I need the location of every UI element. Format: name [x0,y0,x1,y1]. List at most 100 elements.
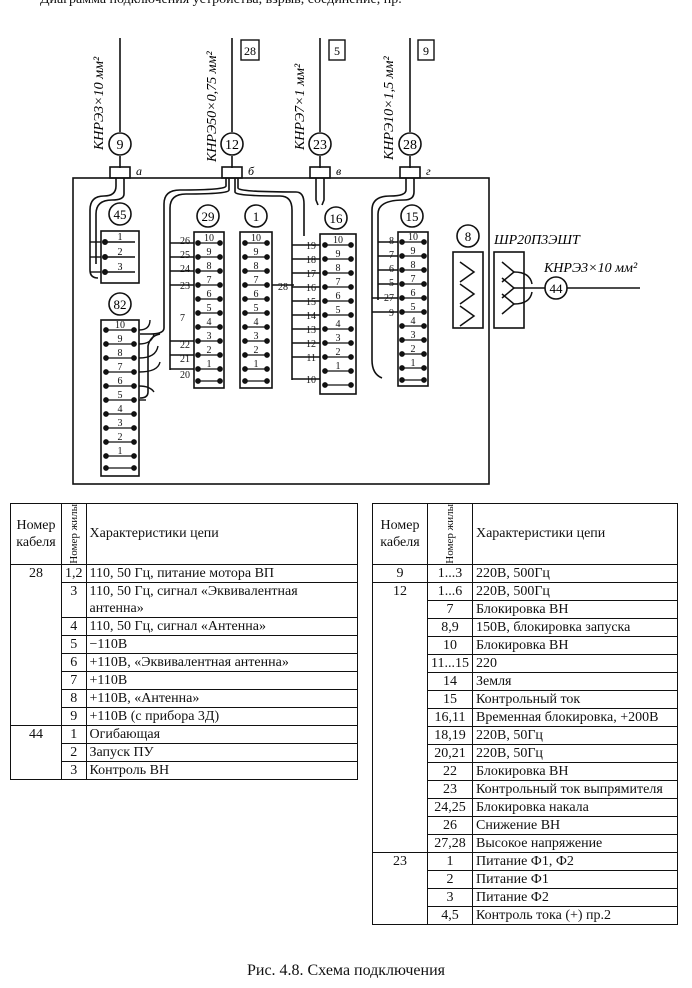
description-cell: Запуск ПУ [85,742,358,762]
cable-label-28: КНРЭ10×1,5 мм² [382,56,397,161]
svg-text:17: 17 [306,269,316,280]
description-cell: 220В, 50Гц [471,725,679,745]
description-cell: +110В [85,670,358,690]
core-number-cell: 7 [61,670,87,690]
svg-text:15: 15 [306,297,316,308]
description-cell: +110В, «Антенна» [85,688,358,708]
svg-text:2: 2 [411,344,416,355]
header-core: Номер жилы [61,503,87,565]
cable-23 [309,38,331,179]
description-cell: 220 [471,653,679,673]
core-number-cell: 27,28 [427,833,473,853]
core-number-cell: 18,19 [427,725,473,745]
cable-number-12: 12 [220,132,244,156]
svg-text:25: 25 [180,250,190,261]
core-number-cell: 5 [61,634,87,654]
svg-text:1: 1 [118,232,123,243]
core-number-cell: 4,5 [427,905,473,925]
svg-text:1: 1 [254,359,259,370]
cable-12 [221,38,243,179]
svg-text:19: 19 [306,241,316,252]
description-cell: Высокое напряжение [471,833,679,853]
svg-text:3: 3 [207,331,212,342]
svg-text:7: 7 [180,313,185,324]
core-number-cell: 3 [61,760,87,780]
svg-text:3: 3 [411,330,416,341]
core-number-cell: 26 [427,815,473,835]
connector-shr20: ШР20П3ЭШТ 44 КНРЭ3×10 мм² [493,233,640,329]
svg-text:4: 4 [254,317,259,328]
core-number-cell: 8,9 [427,617,473,637]
cable-number-cell: 12 [372,581,428,853]
svg-text:1: 1 [411,358,416,369]
svg-text:9: 9 [117,138,124,153]
svg-text:1: 1 [253,209,260,224]
core-number-cell: 1...6 [427,581,473,601]
header-cable: Номер кабеля [372,503,428,565]
figure-caption: Рис. 4.8. Схема подключения [246,962,446,979]
table-right: Номер кабеля Номер жилы Характеристики ц… [372,503,679,925]
svg-text:45: 45 [114,207,127,222]
svg-text:16: 16 [306,283,316,294]
svg-text:13: 13 [306,325,316,336]
svg-text:10: 10 [204,233,214,244]
description-cell: Питание Ф1 [471,869,679,889]
description-cell: Питание Ф2 [471,887,679,907]
description-cell: 150В, блокировка запуска [471,617,679,637]
description-cell: Контрольный ток выпрямителя [471,779,679,799]
cable-number-23: 23 [308,132,332,156]
svg-text:4: 4 [207,317,212,328]
svg-text:6: 6 [336,291,341,302]
svg-text:10: 10 [333,235,343,246]
cable-9 [109,38,131,179]
description-cell: Блокировка ВН [471,635,679,655]
description-cell: Блокировка накала [471,797,679,817]
description-cell: Блокировка ВН [471,761,679,781]
table-row: 8+110В, «Антенна» [11,688,358,708]
core-number-cell: 11...15 [427,653,473,673]
core-number-cell: 4 [61,616,87,636]
svg-text:8: 8 [465,229,472,244]
svg-text:5: 5 [334,44,340,58]
core-number-cell: 15 [427,689,473,709]
svg-text:4: 4 [411,316,416,327]
cable-number-cell: 28 [10,563,62,726]
svg-text:9: 9 [423,44,429,58]
svg-text:16: 16 [330,211,344,226]
description-cell: Контроль ВН [85,760,358,780]
svg-text:11: 11 [306,353,316,364]
svg-text:ШР20П3ЭШТ: ШР20П3ЭШТ [493,233,581,248]
svg-text:26: 26 [180,236,190,247]
description-cell: 220В, 50Гц [471,743,679,763]
core-number-cell: 6 [61,652,87,672]
svg-text:9: 9 [254,247,259,258]
svg-text:9: 9 [336,249,341,260]
description-cell: −110В [85,634,358,654]
svg-text:7: 7 [254,275,259,286]
svg-text:44: 44 [550,281,564,296]
header-char: Характеристики цепи [85,503,358,565]
port-b: б [248,164,255,178]
core-number-cell: 9 [61,706,87,726]
cable-28 [399,38,421,179]
svg-text:5: 5 [336,305,341,316]
cable-number-cell: 44 [10,724,62,780]
svg-text:23: 23 [180,281,190,292]
description-cell: 110, 50 Гц, питание мотора ВП [85,563,358,583]
core-number-cell: 10 [427,635,473,655]
svg-text:10: 10 [306,375,316,386]
svg-text:7: 7 [411,274,416,285]
core-number-cell: 3 [427,887,473,907]
description-cell: Контрольный ток [471,689,679,709]
